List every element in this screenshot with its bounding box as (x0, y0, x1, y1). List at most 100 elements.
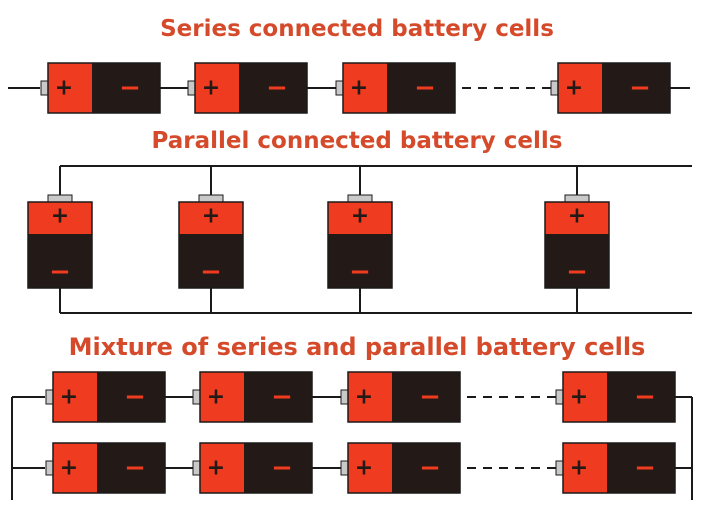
minus-sign: − (124, 382, 146, 412)
cell-outline (52, 442, 166, 494)
cell-outline (194, 62, 308, 114)
negative-half (602, 63, 670, 113)
positive-half (28, 202, 92, 234)
negative-half (607, 372, 675, 422)
plus-sign: + (570, 456, 588, 481)
plus-sign: + (355, 456, 373, 481)
negative-half (97, 372, 165, 422)
cell-outline (562, 442, 676, 494)
cell-outline (347, 442, 461, 494)
negative-half (392, 372, 460, 422)
plus-sign: + (568, 204, 586, 229)
positive-half (48, 63, 92, 113)
plus-sign: + (350, 76, 368, 101)
battery-cell: +− (327, 194, 393, 289)
positive-half (563, 372, 607, 422)
positive-half (343, 63, 387, 113)
battery-cell: +− (40, 62, 161, 114)
parallel-cells: +−+−+−+− (27, 194, 610, 289)
positive-half (348, 443, 392, 493)
battery-cell: +− (178, 194, 244, 289)
plus-sign: + (51, 204, 69, 229)
cell-outline (342, 62, 456, 114)
positive-half (53, 372, 97, 422)
minus-sign: − (414, 73, 436, 103)
cell-outline (562, 371, 676, 423)
battery-cell: +− (45, 442, 166, 494)
plus-sign: + (565, 76, 583, 101)
battery-cell: +− (45, 371, 166, 423)
positive-half (328, 202, 392, 234)
mixture-wiring (11, 396, 693, 500)
battery-cell: +− (544, 194, 610, 289)
positive-half (195, 63, 239, 113)
plus-sign: + (351, 204, 369, 229)
battery-cell: +− (555, 371, 676, 423)
cell-outline (327, 201, 393, 289)
plus-sign: + (202, 204, 220, 229)
positive-half (545, 202, 609, 234)
negative-half (244, 372, 312, 422)
plus-sign: + (207, 456, 225, 481)
cell-outline (47, 62, 161, 114)
battery-cell: +− (192, 442, 313, 494)
plus-sign: + (60, 456, 78, 481)
minus-sign: − (419, 453, 441, 483)
battery-cell: +− (555, 442, 676, 494)
minus-sign: − (634, 453, 656, 483)
negative-half (387, 63, 455, 113)
negative-half (392, 443, 460, 493)
mixture-cells: +−+−+−+−+−+−+−+− (45, 371, 676, 494)
minus-sign: − (266, 73, 288, 103)
series-title: Series connected battery cells (160, 16, 554, 42)
minus-sign: − (629, 73, 651, 103)
minus-sign: − (349, 257, 371, 287)
plus-sign: + (570, 385, 588, 410)
positive-half (200, 372, 244, 422)
battery-cell: +− (187, 62, 308, 114)
minus-sign: − (271, 453, 293, 483)
series-cells: +−+−+−+− (40, 62, 671, 114)
negative-half (244, 443, 312, 493)
battery-cell: +− (550, 62, 671, 114)
positive-half (558, 63, 602, 113)
plus-sign: + (207, 385, 225, 410)
cell-outline (199, 371, 313, 423)
positive-half (563, 443, 607, 493)
minus-sign: − (124, 453, 146, 483)
battery-cell: +− (192, 371, 313, 423)
negative-half (607, 443, 675, 493)
negative-half (92, 63, 160, 113)
cell-outline (27, 201, 93, 289)
mixture-title: Mixture of series and parallel battery c… (69, 333, 646, 361)
negative-half (328, 234, 392, 288)
cell-outline (178, 201, 244, 289)
battery-cell: +− (340, 442, 461, 494)
minus-sign: − (271, 382, 293, 412)
minus-sign: − (419, 382, 441, 412)
cell-outline (557, 62, 671, 114)
plus-sign: + (202, 76, 220, 101)
positive-half (53, 443, 97, 493)
parallel-title: Parallel connected battery cells (152, 128, 563, 154)
cell-outline (52, 371, 166, 423)
minus-sign: − (200, 257, 222, 287)
positive-half (348, 372, 392, 422)
minus-sign: − (49, 257, 71, 287)
plus-sign: + (355, 385, 373, 410)
minus-sign: − (566, 257, 588, 287)
cell-outline (347, 371, 461, 423)
negative-half (28, 234, 92, 288)
plus-sign: + (60, 385, 78, 410)
positive-half (200, 443, 244, 493)
negative-half (239, 63, 307, 113)
negative-half (97, 443, 165, 493)
minus-sign: − (119, 73, 141, 103)
cell-outline (544, 201, 610, 289)
plus-sign: + (55, 76, 73, 101)
positive-half (179, 202, 243, 234)
battery-cell: +− (27, 194, 93, 289)
negative-half (179, 234, 243, 288)
battery-cell: +− (335, 62, 456, 114)
